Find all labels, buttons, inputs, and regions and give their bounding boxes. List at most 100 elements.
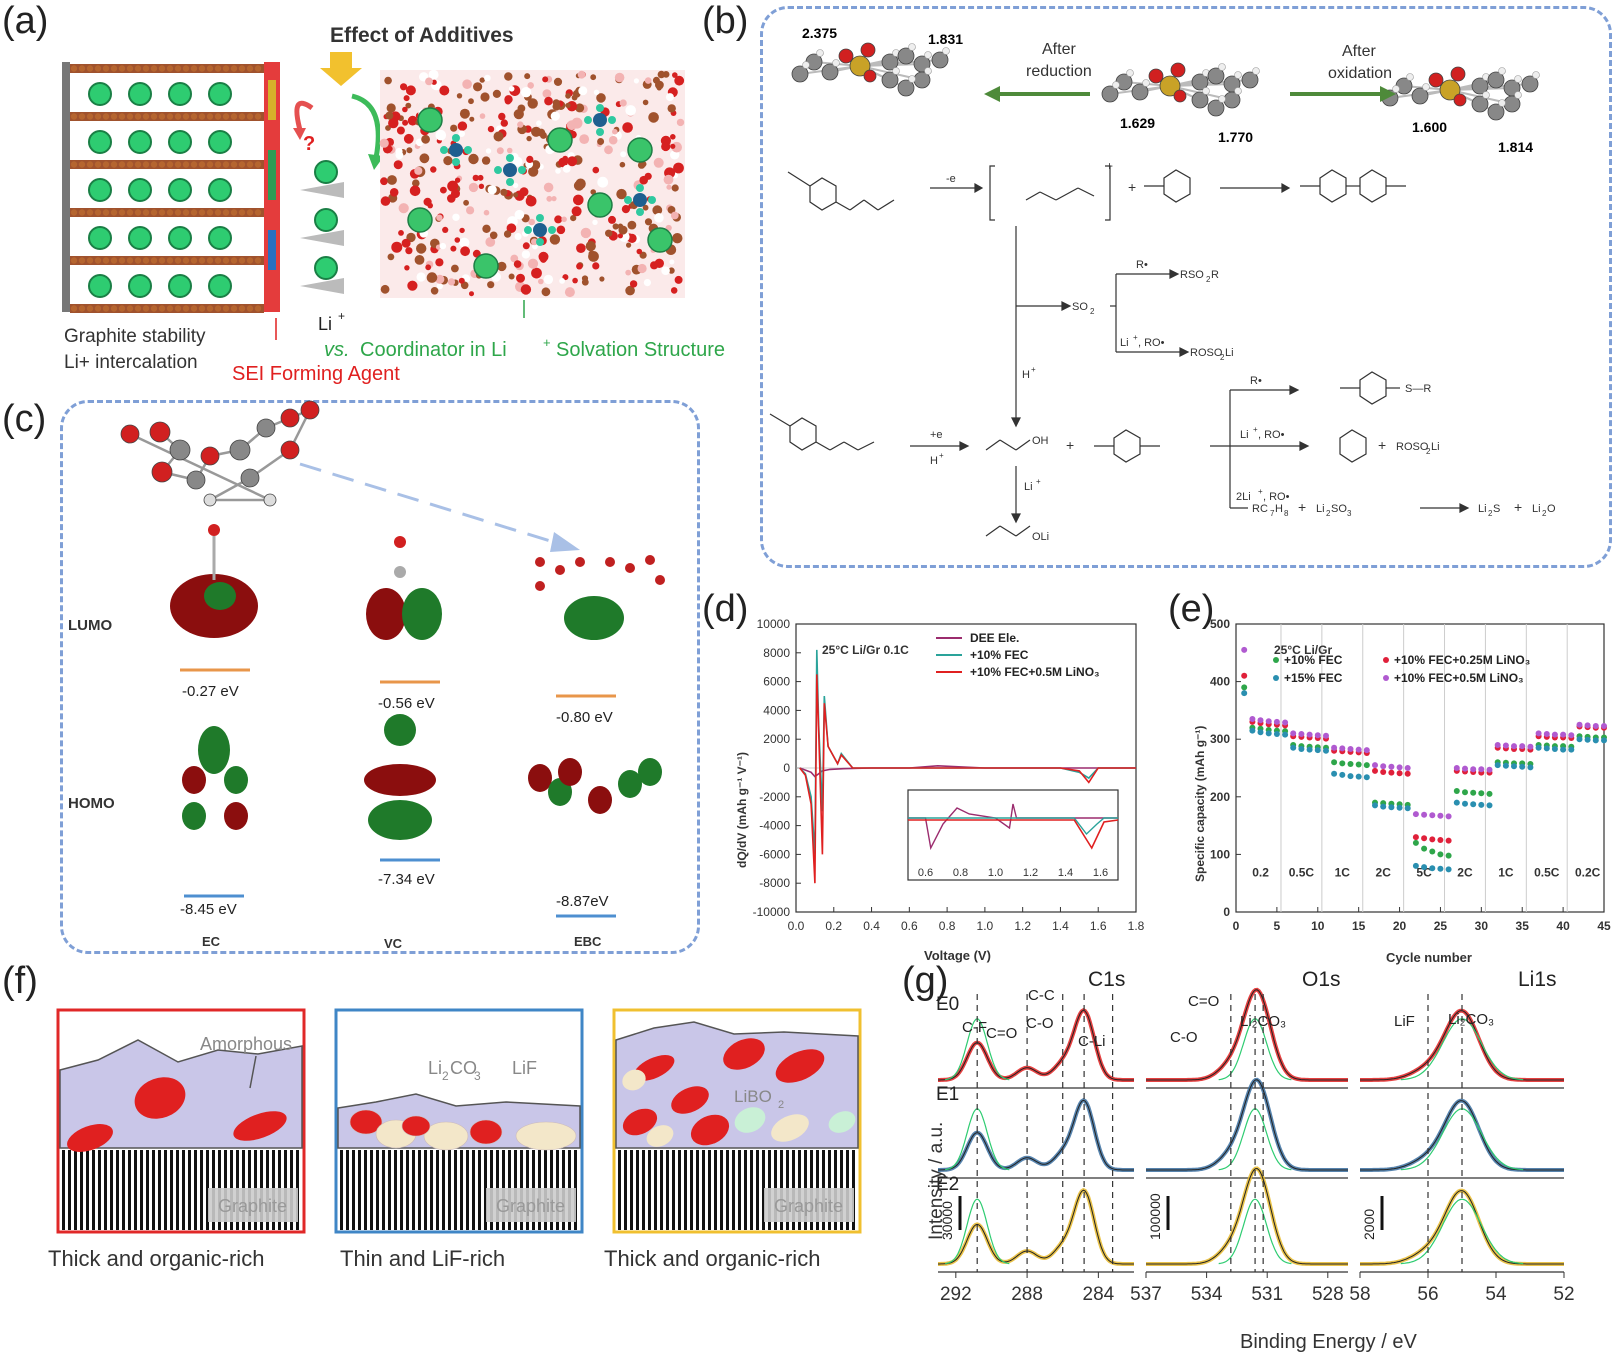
data-point bbox=[1282, 731, 1289, 738]
solvent-atom bbox=[561, 216, 567, 223]
legend-label: +10% FEC bbox=[970, 648, 1029, 662]
inset-frame bbox=[907, 789, 1119, 881]
svg-text:Li: Li bbox=[1024, 481, 1033, 493]
solvent-atom bbox=[466, 206, 475, 215]
data-point bbox=[1421, 845, 1428, 852]
y-tick-label: -6000 bbox=[759, 847, 790, 861]
carbon-atom bbox=[70, 257, 78, 264]
solvent-atom bbox=[650, 261, 659, 270]
solvent-atom bbox=[387, 253, 395, 261]
lumo-value: -0.56 eV bbox=[378, 695, 435, 712]
molecule-name: EBC bbox=[574, 934, 602, 949]
x-tick-label: 1.6 bbox=[1090, 919, 1107, 933]
carbon-atom bbox=[246, 113, 254, 120]
svg-text:3: 3 bbox=[1347, 509, 1352, 518]
solvent-atom bbox=[527, 258, 539, 269]
fluorine-atom bbox=[451, 134, 460, 143]
data-point bbox=[1249, 716, 1256, 722]
bond-length: 1.600 bbox=[1412, 119, 1447, 135]
hydrogen-atom bbox=[908, 75, 916, 83]
carbon-atom bbox=[214, 113, 222, 120]
fluorine-atom bbox=[506, 178, 515, 186]
svg-text:R: R bbox=[1211, 269, 1219, 281]
solvent-atom bbox=[384, 76, 392, 85]
svg-text:ROSO: ROSO bbox=[1396, 441, 1429, 453]
panel-c-box bbox=[60, 400, 700, 954]
data-point bbox=[1241, 672, 1248, 679]
carbon-atom bbox=[190, 257, 198, 264]
data-point bbox=[1437, 812, 1444, 819]
lithium-ion bbox=[168, 274, 192, 298]
solvent-atom bbox=[618, 225, 628, 235]
data-point bbox=[1355, 773, 1362, 780]
solvent-atom bbox=[556, 225, 566, 235]
sei-particle bbox=[401, 1115, 431, 1137]
hydrogen-atom bbox=[1482, 91, 1490, 99]
carbon-atom bbox=[70, 305, 78, 312]
solvent-atom bbox=[530, 160, 541, 170]
solvent-atom bbox=[416, 243, 427, 254]
graphite-stripe bbox=[702, 1150, 705, 1230]
solvent-atom bbox=[633, 78, 640, 84]
row-label: E1 bbox=[936, 1084, 959, 1105]
data-point bbox=[1445, 813, 1452, 820]
solvent-atom bbox=[521, 250, 531, 259]
atom bbox=[838, 48, 854, 64]
carbon-atom bbox=[78, 161, 86, 168]
solvent-atom bbox=[496, 147, 504, 155]
carbon-atom bbox=[166, 209, 174, 216]
solvent-atom bbox=[573, 194, 584, 206]
solvent-atom bbox=[450, 124, 458, 132]
solvent-atom bbox=[425, 264, 432, 271]
hydrogen-atom bbox=[1392, 85, 1400, 93]
hydrogen-atom bbox=[802, 61, 810, 69]
carbon-atom bbox=[222, 257, 230, 264]
solvent-atom bbox=[517, 121, 524, 128]
solvent-atom bbox=[555, 168, 561, 174]
solvent-atom bbox=[552, 99, 560, 107]
peak-label: C-O bbox=[1170, 1029, 1198, 1046]
solvent-atom bbox=[674, 275, 683, 284]
data-point bbox=[1470, 766, 1477, 773]
atom bbox=[1191, 91, 1209, 109]
graphite-stripe bbox=[146, 1150, 149, 1230]
x-tick-label: 537 bbox=[1130, 1284, 1162, 1305]
data-point bbox=[1339, 760, 1346, 767]
rate-label: 2C bbox=[1457, 865, 1473, 879]
graphite-stripe bbox=[122, 1150, 125, 1230]
xps-component bbox=[1218, 1198, 1292, 1265]
lumo-value: -0.80 eV bbox=[556, 709, 613, 726]
solvent-atom bbox=[546, 195, 553, 202]
graphite-stripe bbox=[68, 1150, 71, 1230]
atom bbox=[1173, 89, 1187, 103]
atom bbox=[208, 524, 220, 536]
sei-particle bbox=[469, 1119, 503, 1145]
sei-particle bbox=[723, 1038, 765, 1070]
data-point bbox=[1592, 723, 1599, 729]
orbital-lobe bbox=[182, 766, 206, 794]
atom bbox=[1411, 87, 1429, 105]
chart-e-annotation: 25°C Li/Gr bbox=[1274, 643, 1332, 657]
sei-strip-fill bbox=[268, 230, 276, 270]
oxidation-arrow-icon bbox=[1290, 86, 1396, 102]
carbon-atom bbox=[174, 161, 182, 168]
peak-label: LiF bbox=[1394, 1013, 1415, 1030]
xps-fit bbox=[938, 1189, 1134, 1265]
solvent-atom bbox=[462, 79, 472, 89]
lithium-ion bbox=[208, 226, 232, 250]
solvent-atom bbox=[430, 287, 439, 295]
x-tick-label: 52 bbox=[1553, 1284, 1574, 1305]
svg-text:+: + bbox=[939, 451, 944, 460]
svg-text:H: H bbox=[930, 455, 938, 467]
solvent-atom bbox=[627, 233, 637, 243]
data-point bbox=[1314, 732, 1321, 739]
lumo-value: -0.27 eV bbox=[182, 683, 239, 700]
fluorine-atom bbox=[452, 158, 461, 166]
solvent-atom bbox=[512, 156, 523, 167]
graphite-stripe bbox=[188, 1150, 191, 1230]
chart-d-ylabel: dQ/dV (mAh g⁻¹ V⁻¹) bbox=[735, 752, 749, 868]
carbon-atom bbox=[182, 65, 190, 72]
solvent-atom bbox=[543, 274, 554, 285]
inset-tick-label: 0.8 bbox=[953, 867, 968, 879]
atom bbox=[186, 470, 206, 490]
